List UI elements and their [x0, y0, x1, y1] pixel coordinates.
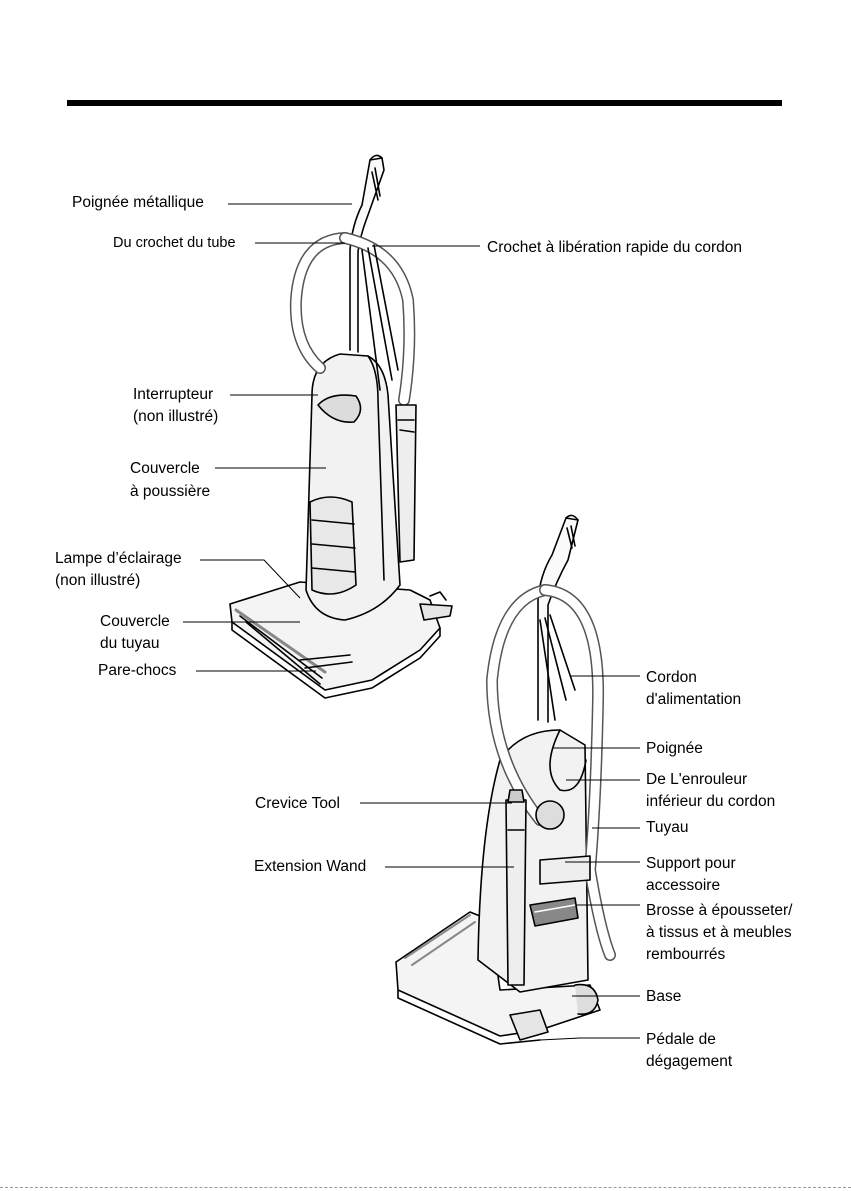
back-vacuum: [395, 514, 616, 1045]
header-rule: [67, 100, 782, 106]
label-interrupteur: Interrupteur: [133, 386, 214, 403]
label-brosse: Brosse à épousseter/: [646, 902, 793, 919]
label-enrouleur: De L'enrouleur: [646, 771, 748, 788]
label-couvercle-poussiere: Couvercle: [130, 460, 200, 477]
label-support-2: accessoire: [646, 877, 721, 894]
label-pare-chocs: Pare-chocs: [98, 662, 177, 679]
label-lampe: Lampe d’éclairage: [55, 550, 182, 567]
label-cordon: Cordon: [646, 669, 697, 686]
leader-lines: [183, 203, 640, 1041]
label-tuyau: Tuyau: [646, 819, 689, 836]
front-vacuum: [229, 154, 453, 699]
label-crochet-cordon: Crochet à libération rapide du cordon: [487, 239, 743, 256]
label-pedale-2: dégagement: [646, 1053, 733, 1070]
label-couvercle-tuyau-2: du tuyau: [100, 635, 160, 652]
label-couvercle-poussiere-2: à poussière: [130, 483, 211, 500]
label-lampe-note: (non illustré): [55, 572, 141, 589]
label-brosse-3: rembourrés: [646, 946, 726, 963]
label-base: Base: [646, 988, 682, 1005]
label-cordon-2: d'alimentation: [646, 691, 742, 708]
label-brosse-2: à tissus et à meubles: [646, 924, 792, 941]
label-couvercle-tuyau: Couvercle: [100, 613, 170, 630]
label-crochet-tube: Du crochet du tube: [113, 235, 236, 251]
label-interrupteur-note: (non illustré): [133, 408, 219, 425]
label-support: Support pour: [646, 855, 736, 872]
label-extension-wand: Extension Wand: [254, 858, 367, 875]
label-enrouleur-2: inférieur du cordon: [646, 793, 776, 810]
label-crevice-tool: Crevice Tool: [255, 795, 341, 812]
label-pedale: Pédale de: [646, 1031, 716, 1048]
label-poignee-metallique: Poignée métallique: [72, 194, 204, 211]
label-poignee: Poignée: [646, 740, 703, 757]
page-edge: [0, 1187, 851, 1188]
